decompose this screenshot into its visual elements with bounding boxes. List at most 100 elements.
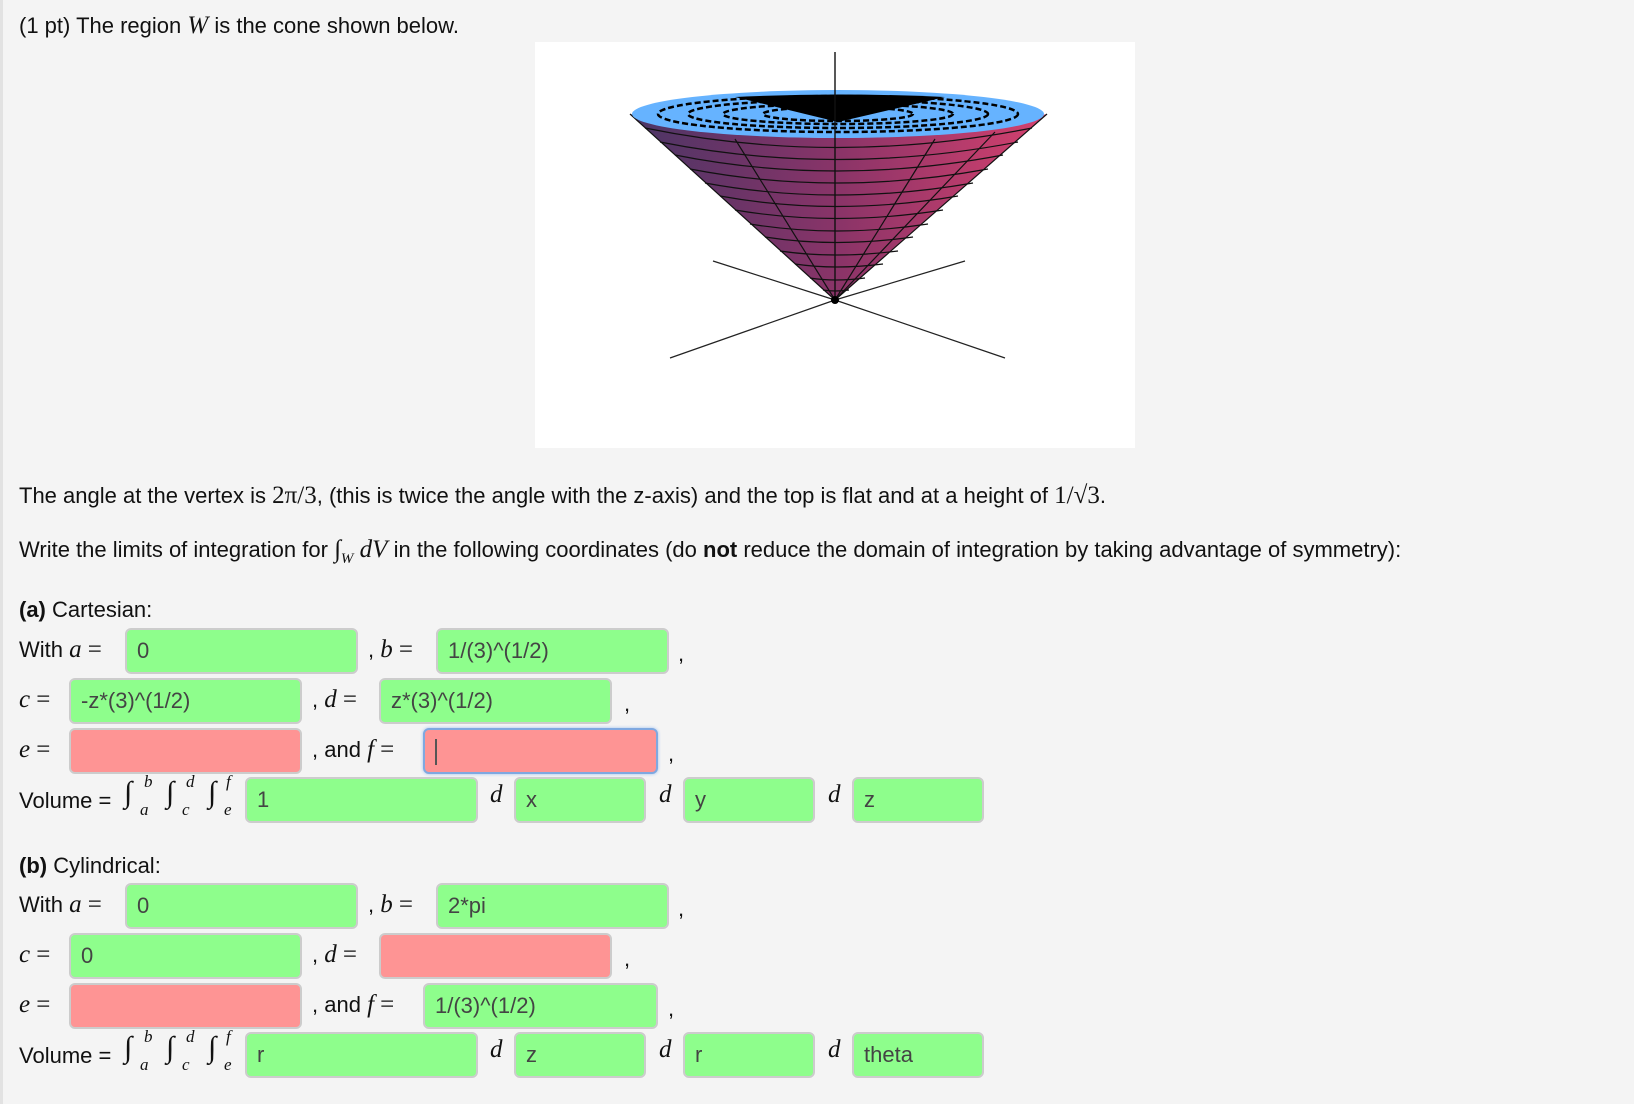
var-e: e: [19, 991, 31, 1018]
limit-a: a: [140, 800, 149, 819]
comma: ,: [624, 946, 631, 971]
part-b-a-input[interactable]: 0: [125, 883, 358, 929]
points-text: (1 pt) The region: [19, 13, 182, 38]
angle-text-1: The angle at the vertex is: [19, 483, 267, 508]
part-a-a-input[interactable]: 0: [125, 628, 358, 674]
integral-expression: ∫W dV: [334, 536, 387, 567]
part-b-integrand-input[interactable]: r: [245, 1032, 478, 1078]
part-b-d2-input[interactable]: r: [683, 1032, 815, 1078]
part-b-c-input[interactable]: 0: [69, 933, 302, 979]
part-b-title: Cylindrical:: [53, 853, 161, 878]
cone-figure: [535, 42, 1135, 448]
var-a: a: [69, 636, 82, 663]
instructions: Write the limits of integration for ∫W d…: [19, 536, 1401, 573]
part-b-d-input[interactable]: [379, 933, 612, 979]
var-f: f: [367, 991, 375, 1018]
var-c: c: [19, 686, 31, 713]
part-a-f-input[interactable]: [423, 728, 658, 774]
angle-text-2: , (this is twice the angle with the z-ax…: [316, 483, 1049, 508]
var-f: f: [367, 736, 375, 763]
differential-d: d: [828, 781, 841, 808]
equals-sign: =: [87, 891, 102, 918]
limit-e: e: [224, 800, 232, 819]
comma: ,: [678, 641, 685, 666]
part-a-d2-input[interactable]: y: [683, 777, 815, 823]
part-b-b-label: , b =: [368, 891, 413, 919]
equals-sign: =: [380, 736, 395, 763]
equals-sign: =: [342, 686, 357, 713]
var-a: a: [69, 891, 82, 918]
equals-sign: =: [36, 991, 51, 1018]
part-a-c-input[interactable]: -z*(3)^(1/2): [69, 678, 302, 724]
equals-sign: =: [36, 941, 51, 968]
part-b-d-label: , d =: [312, 941, 357, 969]
part-b-heading: (b) Cylindrical:: [19, 852, 161, 880]
limit-c: c: [182, 800, 190, 819]
limit-a: a: [140, 1055, 149, 1074]
part-a-b-input[interactable]: 1/(3)^(1/2): [436, 628, 669, 674]
comma: ,: [668, 996, 675, 1021]
comma: ,: [368, 892, 375, 917]
integral-symbol: ∫: [334, 536, 341, 563]
comma: ,: [678, 896, 685, 921]
comma: ,: [668, 741, 675, 766]
differential-d: d: [490, 781, 503, 808]
part-a-d-input[interactable]: z*(3)^(1/2): [379, 678, 612, 724]
var-d: d: [324, 686, 337, 713]
differential-d: d: [490, 1036, 503, 1063]
integral-subscript: W: [340, 551, 354, 567]
part-a-e-input[interactable]: [69, 728, 302, 774]
limit-f: f: [226, 1027, 231, 1046]
equals-sign: =: [398, 636, 413, 663]
height-value: 1/√3: [1054, 482, 1100, 509]
part-a-tag: (a): [19, 597, 46, 622]
var-b: b: [380, 636, 393, 663]
with-label: With: [19, 637, 63, 662]
part-b-a-label: With a =: [19, 891, 102, 919]
var-b: b: [380, 891, 393, 918]
part-b-f-input[interactable]: 1/(3)^(1/2): [423, 983, 658, 1029]
instr-bold-not: not: [703, 537, 738, 562]
limit-b: b: [144, 772, 153, 791]
part-b-d3-input[interactable]: theta: [852, 1032, 984, 1078]
limit-c: c: [182, 1055, 190, 1074]
with-label: With: [19, 892, 63, 917]
equals-sign: =: [342, 941, 357, 968]
part-b-c-label: c =: [19, 941, 50, 969]
equals-sign: =: [36, 686, 51, 713]
part-a-title: Cartesian:: [52, 597, 153, 622]
differential-d: d: [659, 781, 672, 808]
part-a-b-label: , b =: [368, 636, 413, 664]
part-b-volume-label: Volume =: [19, 1043, 112, 1068]
differential-d: d: [828, 1036, 841, 1063]
part-a-d1-input[interactable]: x: [514, 777, 646, 823]
limit-d: d: [186, 1027, 195, 1046]
var-d: d: [324, 941, 337, 968]
var-c: c: [19, 941, 31, 968]
region-variable: W: [187, 12, 209, 39]
height-period: .: [1099, 483, 1106, 508]
intro-tail: is the cone shown below.: [214, 13, 459, 38]
comma: ,: [624, 691, 631, 716]
part-b-tag: (b): [19, 853, 48, 878]
comma: ,: [368, 637, 375, 662]
equals-sign: =: [36, 736, 51, 763]
comma: ,: [312, 942, 319, 967]
comma: ,: [312, 687, 319, 712]
part-b-e-input[interactable]: [69, 983, 302, 1029]
var-e: e: [19, 736, 31, 763]
part-b-f-label: , and f =: [312, 991, 394, 1019]
problem-intro: (1 pt) The region W is the cone shown be…: [19, 12, 459, 40]
part-a-heading: (a) Cartesian:: [19, 596, 152, 624]
angle-description: The angle at the vertex is 2π/3, (this i…: [19, 482, 1106, 510]
part-b-d1-input[interactable]: z: [514, 1032, 646, 1078]
part-a-f-label: , and f =: [312, 736, 394, 764]
part-a-d3-input[interactable]: z: [852, 777, 984, 823]
part-a-integrand-input[interactable]: 1: [245, 777, 478, 823]
limit-f: f: [226, 772, 231, 791]
part-b-b-input[interactable]: 2*pi: [436, 883, 669, 929]
equals-sign: =: [398, 891, 413, 918]
